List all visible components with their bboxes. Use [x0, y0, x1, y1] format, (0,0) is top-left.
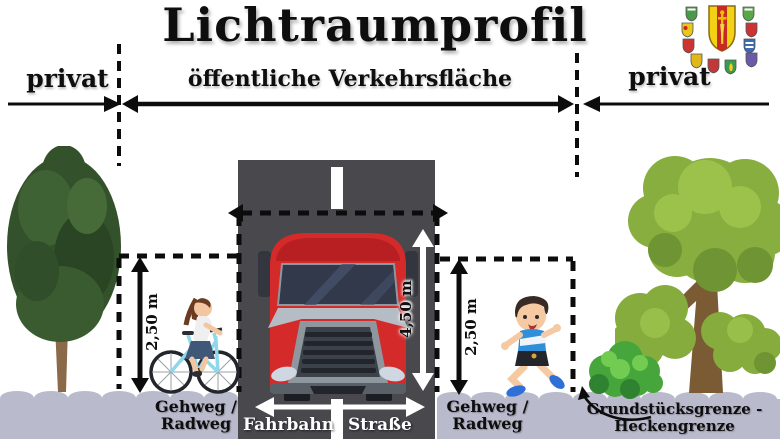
- hedge-bush-icon: [589, 341, 663, 399]
- realistic-tree-icon: [7, 146, 121, 392]
- right-height-value: 2,50 m: [462, 298, 480, 356]
- right-path-label-line1: Gehweg /: [446, 397, 529, 416]
- right-height-arrow: [450, 259, 468, 395]
- boundary-pointer-arrow: [578, 386, 652, 421]
- left-ground: [0, 391, 238, 439]
- cyclist-icon: [149, 297, 240, 394]
- page-title: Lichtraumprofil: [162, 0, 588, 52]
- left-height-arrow: [131, 257, 149, 393]
- left-path-label-line2: Radweg: [160, 414, 232, 433]
- road-width-arrow: [255, 397, 425, 417]
- boundary-note-line1: Grundstücksgrenze -: [586, 400, 763, 418]
- clearance-height-arrow: [412, 229, 434, 391]
- runner-icon: [501, 296, 565, 397]
- zone-label-private-left: privat: [26, 64, 109, 93]
- road-label-fahrbahn: Fahrbahn: [243, 415, 335, 435]
- private-left-arrow: [8, 96, 121, 112]
- right-path-label-line2: Radweg: [452, 414, 523, 433]
- left-path-label: Gehweg / Radweg: [131, 398, 261, 432]
- left-path-label-line1: Gehweg /: [154, 397, 238, 416]
- private-right-arrow: [583, 96, 769, 112]
- clearance-height-value: 4,50 m: [397, 280, 415, 338]
- right-path-label: Gehweg / Radweg: [425, 398, 550, 432]
- zone-label-private-right: privat: [628, 62, 711, 91]
- public-area-double-arrow: [122, 95, 574, 113]
- boundary-note: Grundstücksgrenze - Heckengrenze: [582, 401, 767, 435]
- clearance-box-left: [116, 253, 237, 389]
- lane-marking-top: [331, 167, 343, 209]
- zone-label-public: öffentliche Verkehrsfläche: [187, 66, 513, 92]
- municipal-coat-of-arms-icon: [681, 5, 758, 75]
- clearance-box-road: [236, 210, 440, 392]
- road-label-strasse: Straße: [348, 415, 412, 435]
- left-height-value: 2,50 m: [143, 293, 161, 351]
- clearance-box-right: [440, 256, 576, 392]
- cartoon-tree-icon: [615, 156, 780, 393]
- boundary-note-line2: Heckengrenze: [614, 417, 735, 435]
- truck-front-icon: [258, 233, 418, 401]
